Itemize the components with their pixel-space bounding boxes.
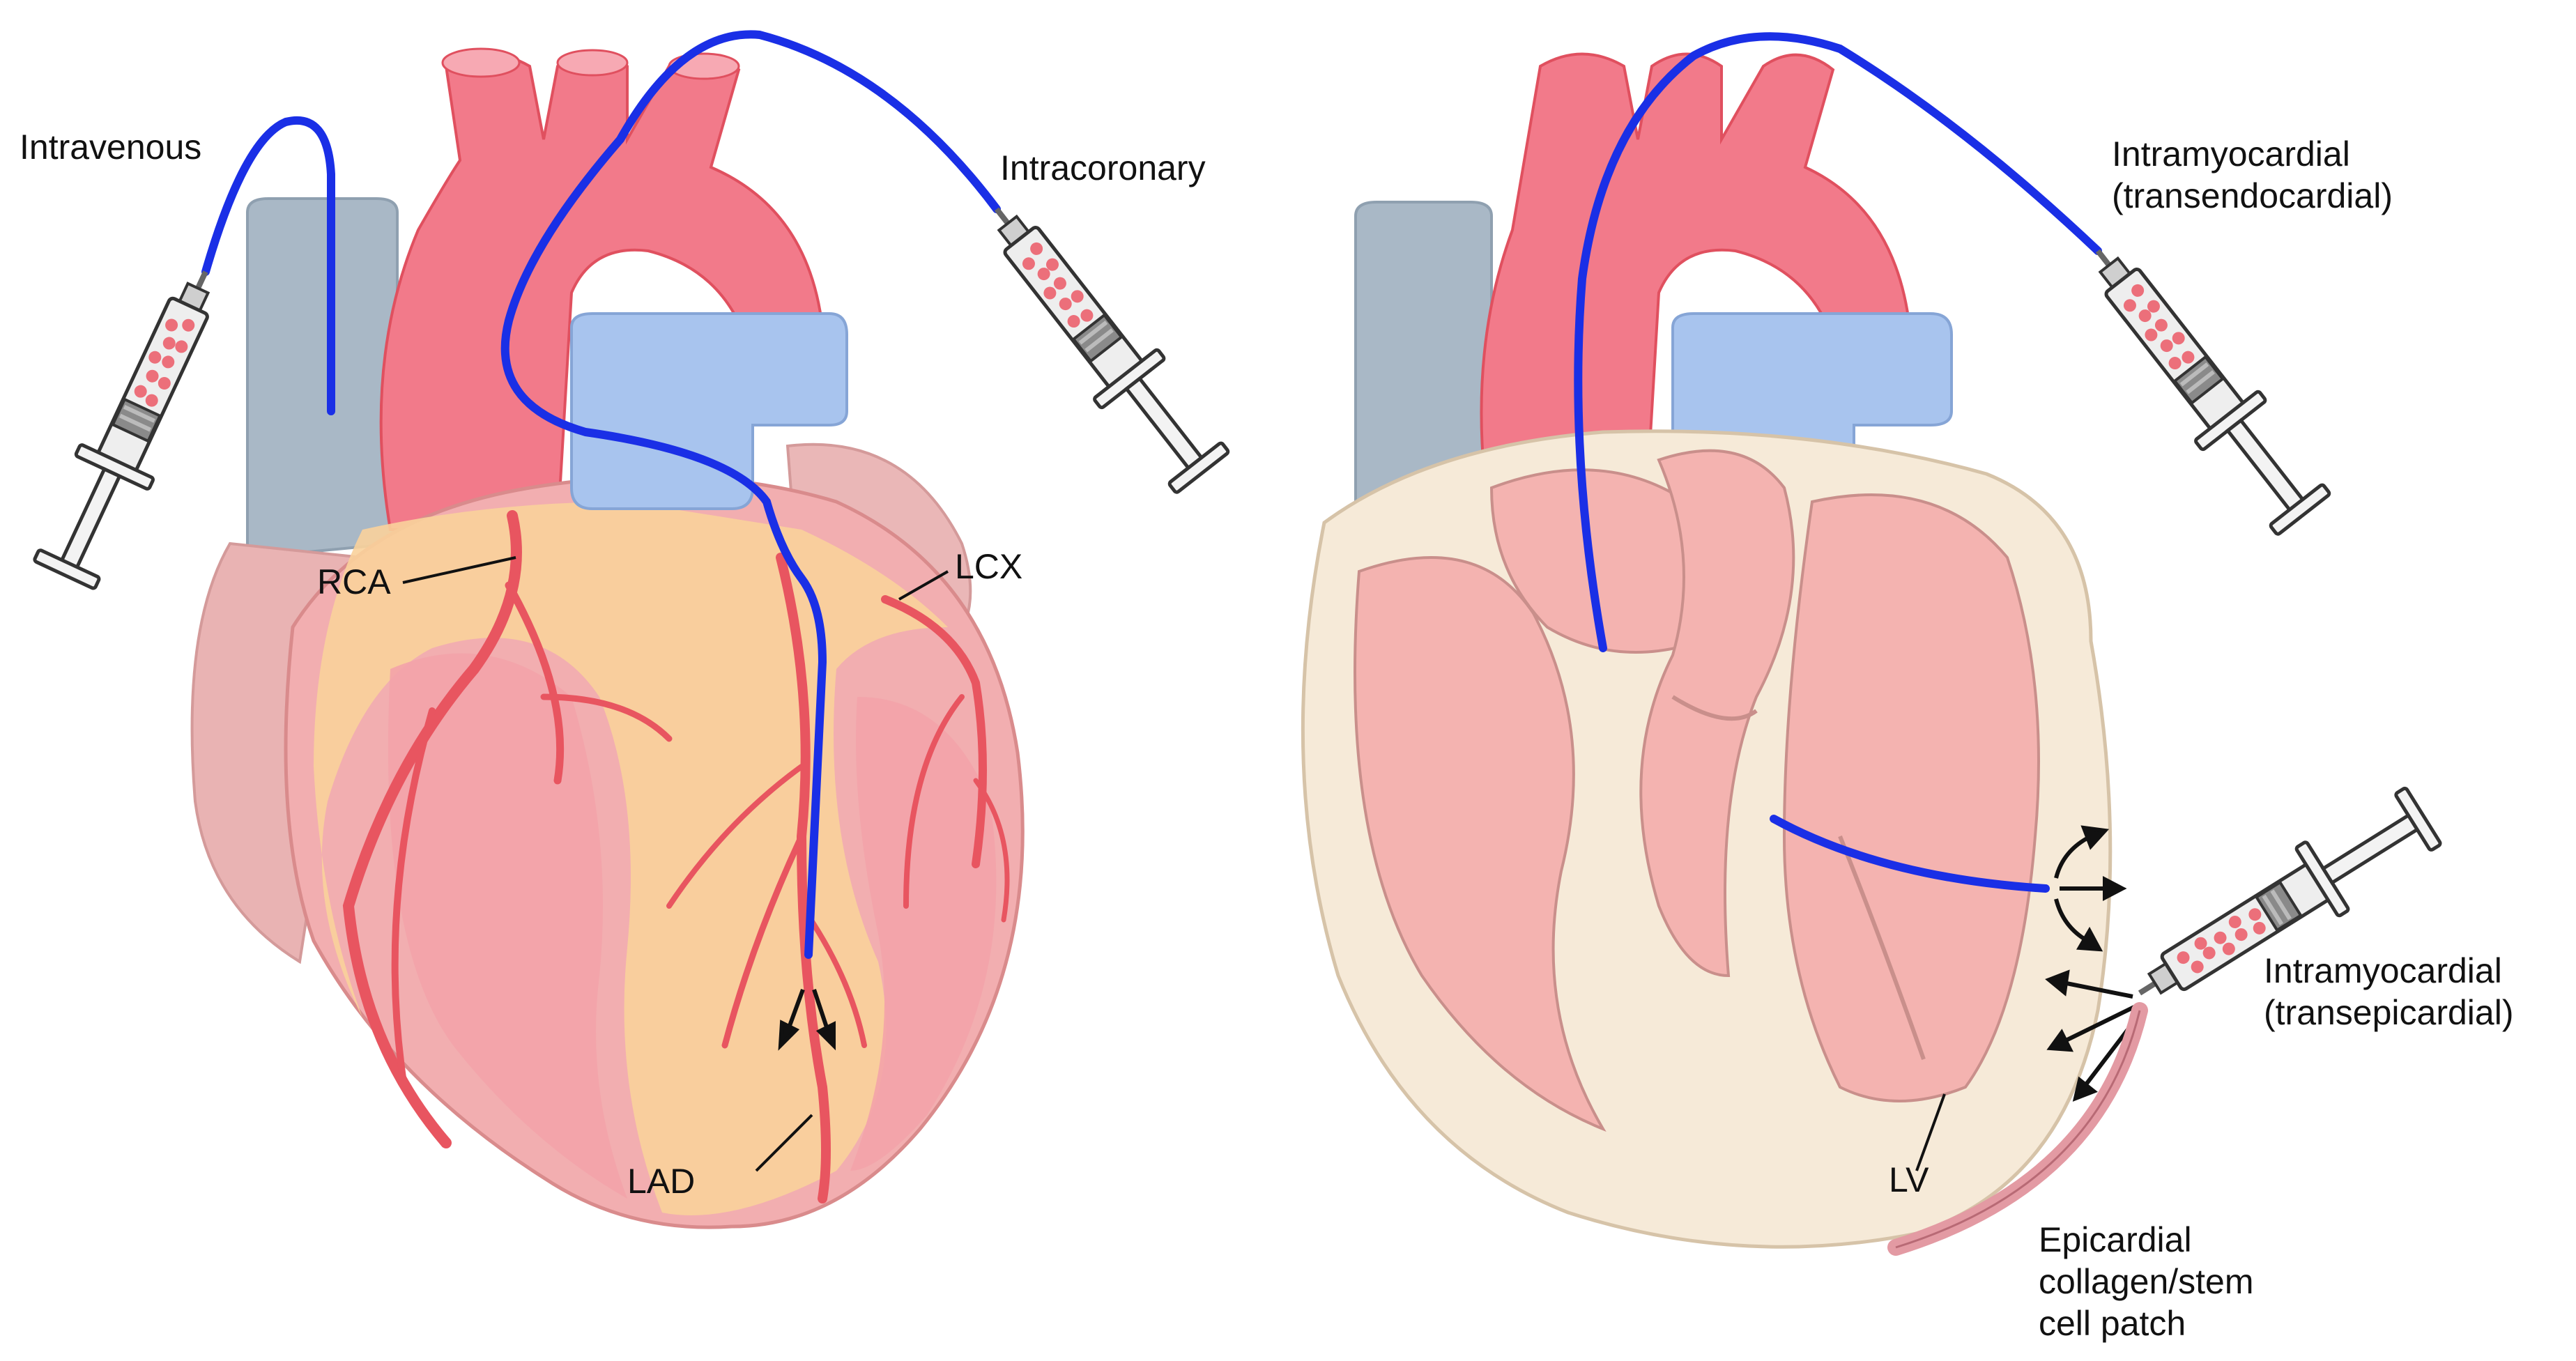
label-lv: LV bbox=[1889, 1160, 1929, 1199]
intracoronary-catheter bbox=[500, 30, 1001, 959]
label-intracoronary: Intracoronary bbox=[1000, 148, 1206, 187]
label-lcx: LCX bbox=[955, 547, 1022, 586]
pulmonary-artery bbox=[570, 312, 848, 510]
transepicardial-syringe bbox=[2118, 781, 2445, 1027]
vena-cava bbox=[246, 197, 399, 560]
label-transendocardial-2: (transendocardial) bbox=[2112, 176, 2393, 215]
transendocardial-syringe bbox=[2066, 226, 2336, 539]
intravenous-syringe bbox=[28, 254, 243, 592]
transendocardial-catheter bbox=[1574, 32, 2102, 652]
label-patch-1: Epicardial bbox=[2039, 1220, 2192, 1259]
label-patch-2: collagen/stem bbox=[2039, 1262, 2254, 1301]
left-ventricle-chamber bbox=[1782, 493, 2040, 1102]
left-heart-exterior bbox=[28, 30, 1235, 1229]
right-heart-section bbox=[1301, 32, 2445, 1256]
label-patch-3: cell patch bbox=[2039, 1304, 2186, 1343]
vena-cava-right bbox=[1354, 201, 1493, 531]
label-lad: LAD bbox=[627, 1162, 695, 1201]
label-rca: RCA bbox=[317, 562, 391, 601]
coronary-arteries bbox=[342, 510, 1010, 1204]
intracoronary-flow-arrows bbox=[778, 988, 836, 1051]
label-transepicardial-1: Intramyocardial bbox=[2264, 951, 2502, 990]
intravenous-catheter bbox=[201, 116, 335, 415]
transendocardial-arrows bbox=[2054, 825, 2127, 952]
septum-chamber bbox=[1639, 449, 1795, 978]
transendocardial-needle bbox=[1770, 815, 2050, 893]
intracoronary-syringe bbox=[965, 184, 1234, 498]
label-transendocardial-1: Intramyocardial bbox=[2112, 134, 2350, 174]
label-transepicardial-2: (transepicardial) bbox=[2264, 993, 2513, 1032]
label-intravenous: Intravenous bbox=[20, 128, 201, 167]
